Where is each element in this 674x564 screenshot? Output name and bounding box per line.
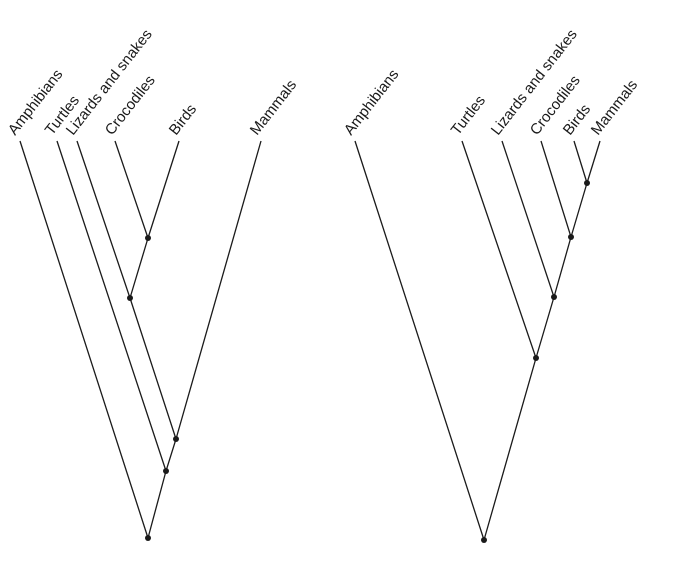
left-branch-turtles	[56, 140, 167, 472]
right-branch-amphibians	[354, 140, 485, 541]
right-branch-turtles	[461, 140, 537, 359]
right-branch-node2-to-node3	[553, 236, 572, 298]
left-node-4	[145, 235, 151, 241]
right-node-3	[568, 234, 574, 240]
right-label-amphibians: Amphibians	[341, 66, 403, 138]
right-branch-birds	[573, 140, 588, 184]
right-branch-node3-to-node4	[570, 182, 588, 238]
right-node-4	[584, 180, 590, 186]
left-branch-node3-to-node4	[129, 237, 149, 299]
right-branch-node1-to-node2	[535, 296, 555, 359]
left-branch-node2-to-node3	[129, 297, 177, 440]
left-branch-node1-to-node2	[165, 438, 177, 472]
left-branch-mammals	[175, 140, 262, 440]
left-node-3	[127, 295, 133, 301]
left-node-root	[145, 535, 151, 541]
left-branch-root-to-node1	[147, 470, 167, 539]
left-label-mammals: Mammals	[247, 77, 300, 139]
left-branch-amphibians	[19, 140, 149, 539]
tree-left: Amphibians Turtles Lizards and snakes Cr…	[5, 26, 300, 541]
right-branch-lizards	[501, 140, 555, 298]
left-branch-lizards	[76, 140, 131, 299]
right-branch-crocodiles	[540, 140, 572, 238]
right-node-2	[551, 294, 557, 300]
left-branch-crocodiles	[114, 140, 149, 239]
left-branch-birds	[147, 140, 180, 239]
right-node-root	[481, 537, 487, 543]
right-node-1	[533, 355, 539, 361]
left-node-1	[163, 468, 169, 474]
left-label-birds: Birds	[166, 101, 200, 138]
right-label-turtles: Turtles	[448, 92, 489, 138]
right-branch-root-to-node1	[483, 357, 537, 541]
tree-right: Amphibians Turtles Lizards and snakes Cr…	[341, 26, 641, 543]
right-label-mammals: Mammals	[588, 77, 641, 139]
left-node-2	[173, 436, 179, 442]
right-branch-mammals	[586, 140, 601, 184]
